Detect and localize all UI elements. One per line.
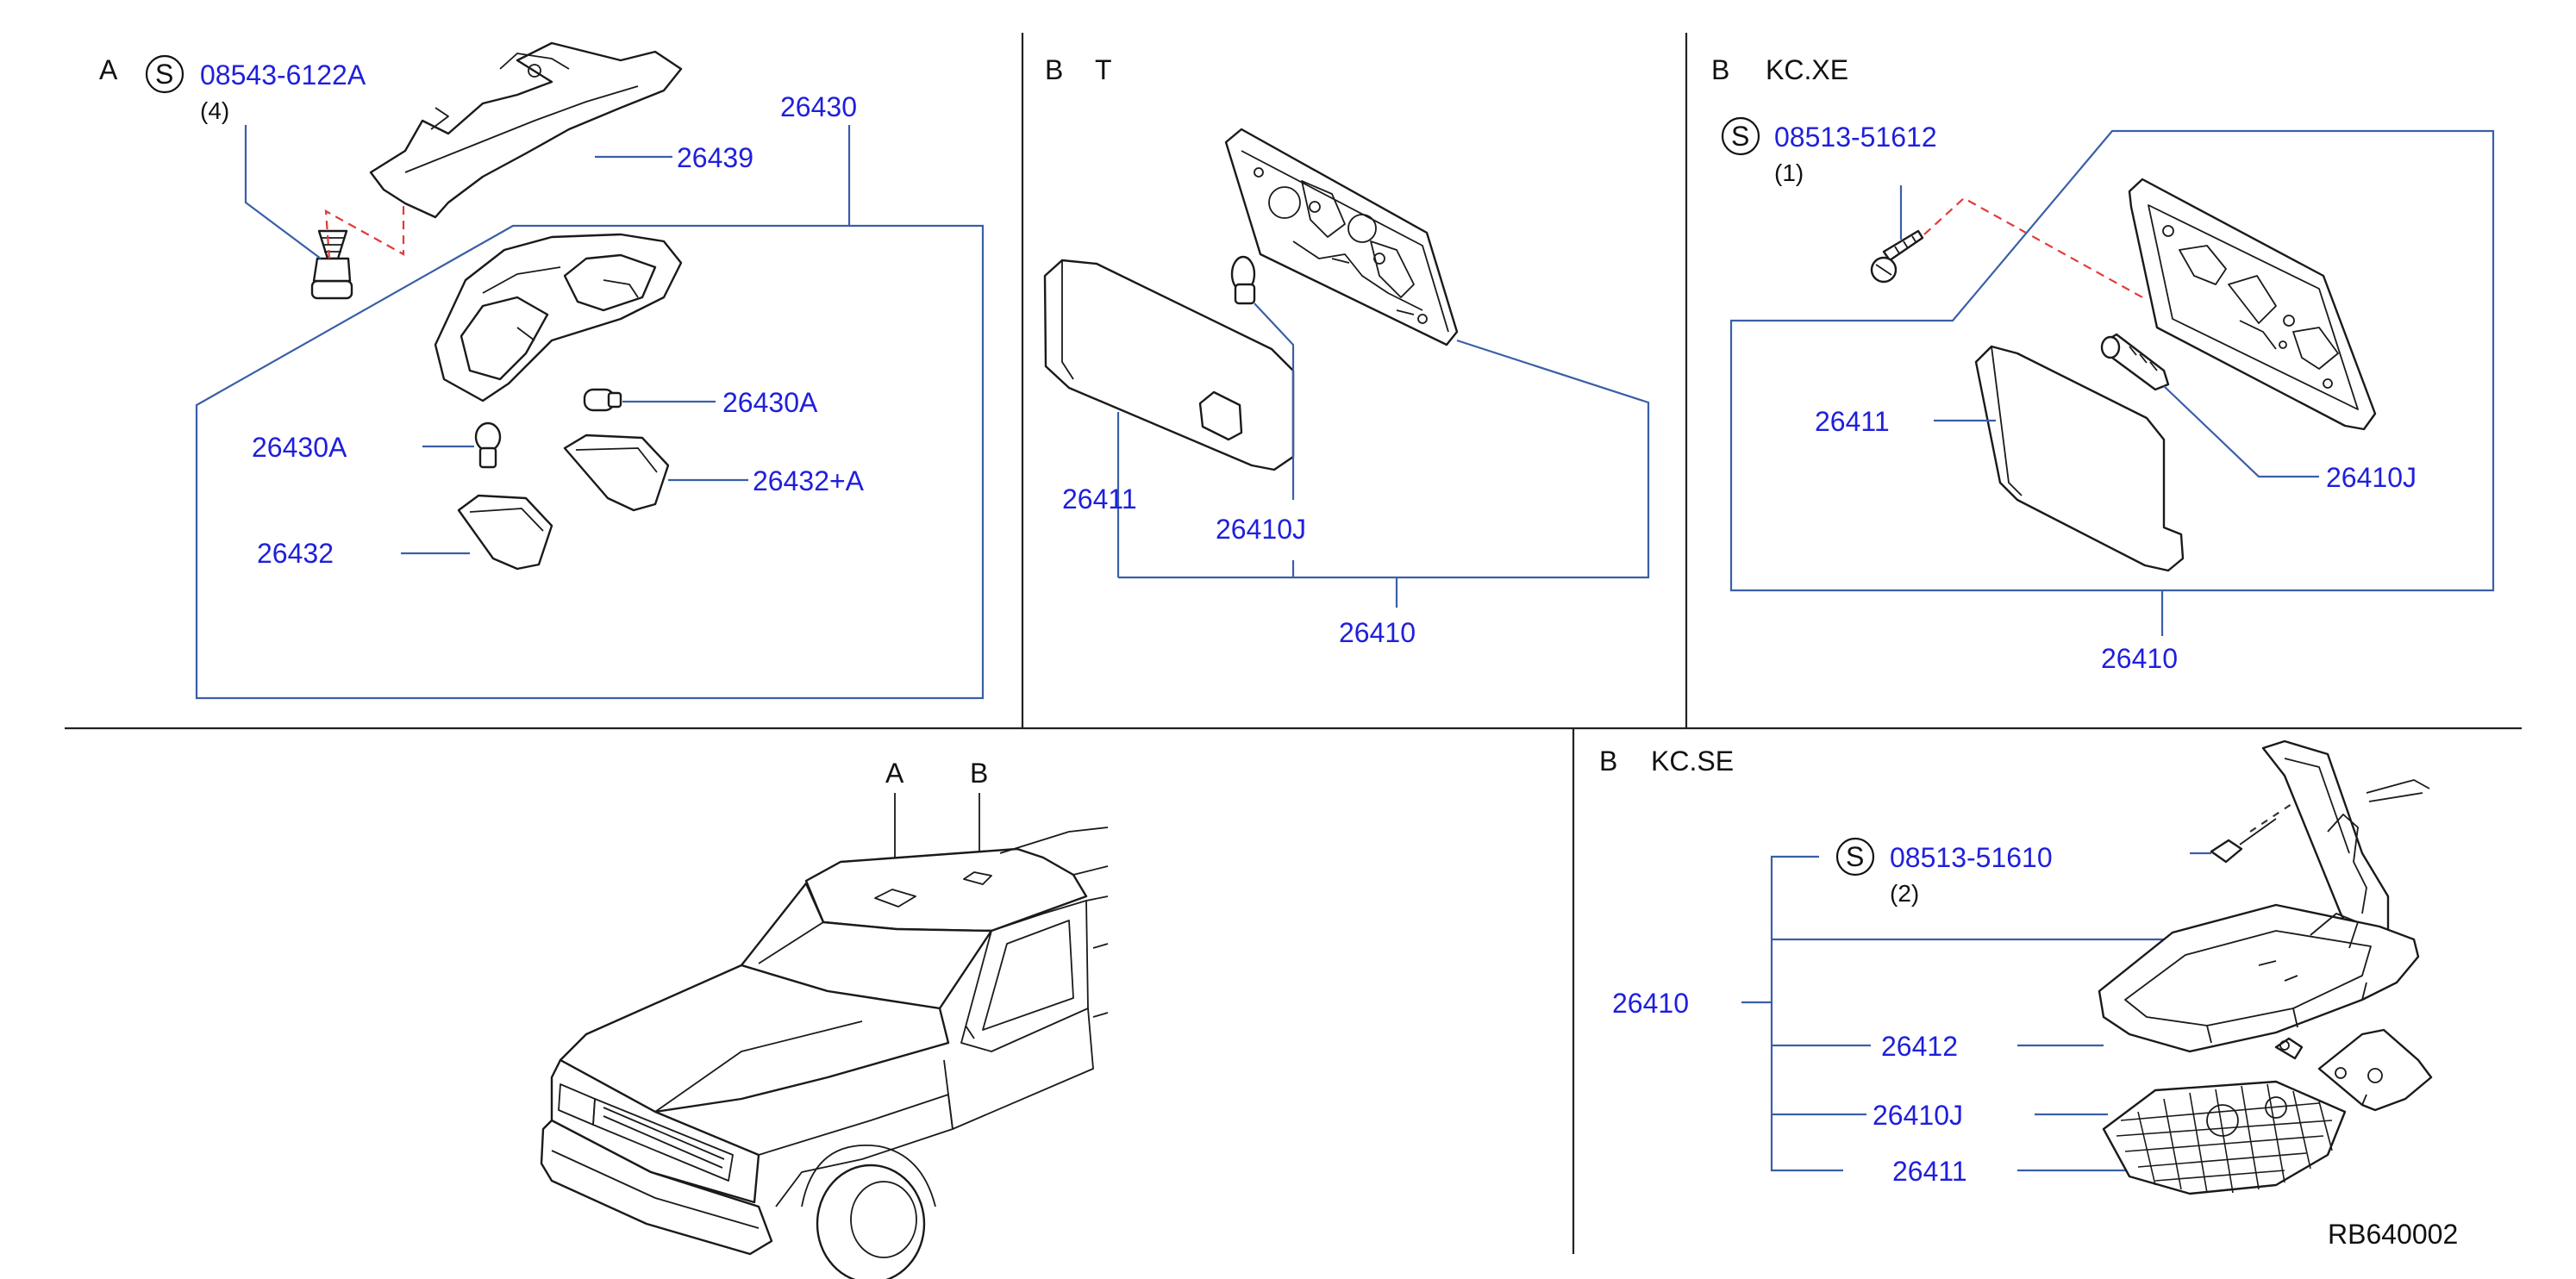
base-plate-drawing bbox=[1224, 128, 1459, 346]
section-b-kcxe: B KC.XE S 08513-51612 (1) bbox=[1711, 54, 2495, 674]
part-26430a-left: 26430A bbox=[252, 432, 347, 463]
screw-part-number: 08543-6122A bbox=[200, 59, 366, 90]
screw-s-letter-kcse: S bbox=[1846, 841, 1864, 872]
bulb-26410j-drawing bbox=[1230, 255, 1256, 305]
screw-s-symbol-kcse bbox=[1835, 837, 1875, 877]
install-path-dashed bbox=[324, 190, 405, 259]
section-b-t-variant: T bbox=[1095, 54, 1112, 85]
screw-quantity-kcse: (2) bbox=[1890, 880, 1919, 907]
lamp-housing-drawing bbox=[434, 233, 683, 402]
assembly-bracket-26410-kcxe bbox=[1729, 129, 2495, 592]
section-b-kcse-variant: KC.SE bbox=[1651, 746, 1734, 777]
screw-drawing-kcxe bbox=[1870, 229, 1924, 284]
screw-drawing bbox=[310, 229, 353, 300]
section-b-kcxe-variant: KC.XE bbox=[1766, 54, 1848, 85]
truck-overview: A B bbox=[540, 758, 1109, 1279]
assembly-bracket-26430 bbox=[195, 125, 985, 700]
part-26432: 26432 bbox=[257, 538, 334, 569]
bracket-drawing bbox=[369, 41, 683, 219]
screw-s-symbol bbox=[145, 54, 184, 94]
screw-s-symbol-kcxe bbox=[1721, 116, 1760, 156]
bracket-26412-drawing bbox=[2317, 1028, 2433, 1112]
truck-drawing bbox=[540, 827, 1109, 1279]
leader-26410j-t bbox=[1254, 303, 1295, 500]
part-26410-t: 26410 bbox=[1339, 617, 1416, 648]
screw-part-number-kcse: 08513-51610 bbox=[1890, 842, 2053, 873]
part-26439: 26439 bbox=[677, 142, 753, 173]
section-a: A S 08543-6122A (4) 26439 26430 bbox=[99, 41, 985, 700]
part-26410j-kcse: 26410J bbox=[1873, 1100, 1963, 1131]
section-b-kcse-letter: B bbox=[1599, 746, 1617, 777]
leader-screw bbox=[244, 125, 322, 259]
section-b-kcse: B KC.SE S 08513-51610 (2) 26410 26412 26… bbox=[1599, 739, 2433, 1195]
section-a-letter: A bbox=[99, 54, 118, 85]
base-plate-drawing-kcxe bbox=[2128, 178, 2377, 431]
bulb-26410j-drawing-kcxe bbox=[2100, 333, 2170, 391]
map-lamp-unit-drawing bbox=[2098, 739, 2430, 1053]
section-b-t-letter: B bbox=[1045, 54, 1063, 85]
section-b-t: B T 26411 bbox=[1043, 54, 1650, 648]
screw-drawing-kcse bbox=[2210, 818, 2277, 864]
part-26412-kcse: 26412 bbox=[1881, 1031, 1958, 1062]
truck-marker-b: B bbox=[970, 758, 988, 789]
part-26410-kcse: 26410 bbox=[1612, 988, 1689, 1019]
lens-26411-mesh-drawing bbox=[2102, 1080, 2347, 1195]
part-26410-kcxe: 26410 bbox=[2101, 643, 2178, 674]
truck-marker-a: A bbox=[885, 758, 904, 789]
screw-quantity: (4) bbox=[200, 97, 229, 124]
leader-26410j-kcxe bbox=[2163, 385, 2319, 478]
lens-26411-drawing bbox=[1043, 259, 1295, 471]
section-b-kcxe-letter: B bbox=[1711, 54, 1729, 85]
lens-26432 bbox=[457, 494, 553, 571]
part-26411-kcxe: 26411 bbox=[1815, 406, 1890, 437]
roof-lamp-b bbox=[963, 871, 992, 885]
screw-part-number-kcxe: 08513-51612 bbox=[1774, 122, 1937, 153]
panel-dividers bbox=[65, 33, 2522, 1254]
part-26410j-kcxe: 26410J bbox=[2326, 462, 2417, 493]
screw-s-letter: S bbox=[155, 59, 173, 90]
part-26430: 26430 bbox=[780, 91, 857, 122]
roof-lamp-a bbox=[874, 889, 916, 908]
part-26411-t: 26411 bbox=[1062, 484, 1137, 515]
bulb-26430a-left bbox=[474, 421, 502, 469]
part-26430a-right: 26430A bbox=[722, 387, 818, 418]
screw-quantity-kcxe: (1) bbox=[1774, 159, 1804, 186]
lens-26411-drawing-kcxe bbox=[1974, 345, 2185, 572]
install-path-dashed-kcse bbox=[2249, 779, 2329, 833]
part-26432-plus-a: 26432+A bbox=[753, 465, 865, 496]
install-path-dashed-kcxe bbox=[1923, 197, 2143, 298]
assembly-bracket-26410-kcse bbox=[1741, 855, 2190, 1172]
assembly-bracket-26410-t bbox=[1118, 339, 1650, 579]
part-26410j-t: 26410J bbox=[1216, 514, 1306, 545]
screw-s-letter-kcxe: S bbox=[1731, 121, 1749, 152]
reference-code: RB640002 bbox=[2328, 1219, 2458, 1250]
lens-26432a bbox=[563, 434, 670, 512]
bulb-26430a-right bbox=[583, 388, 622, 412]
bulb-26410j-drawing-kcse bbox=[2274, 1037, 2304, 1060]
part-26411-kcse: 26411 bbox=[1892, 1156, 1967, 1187]
